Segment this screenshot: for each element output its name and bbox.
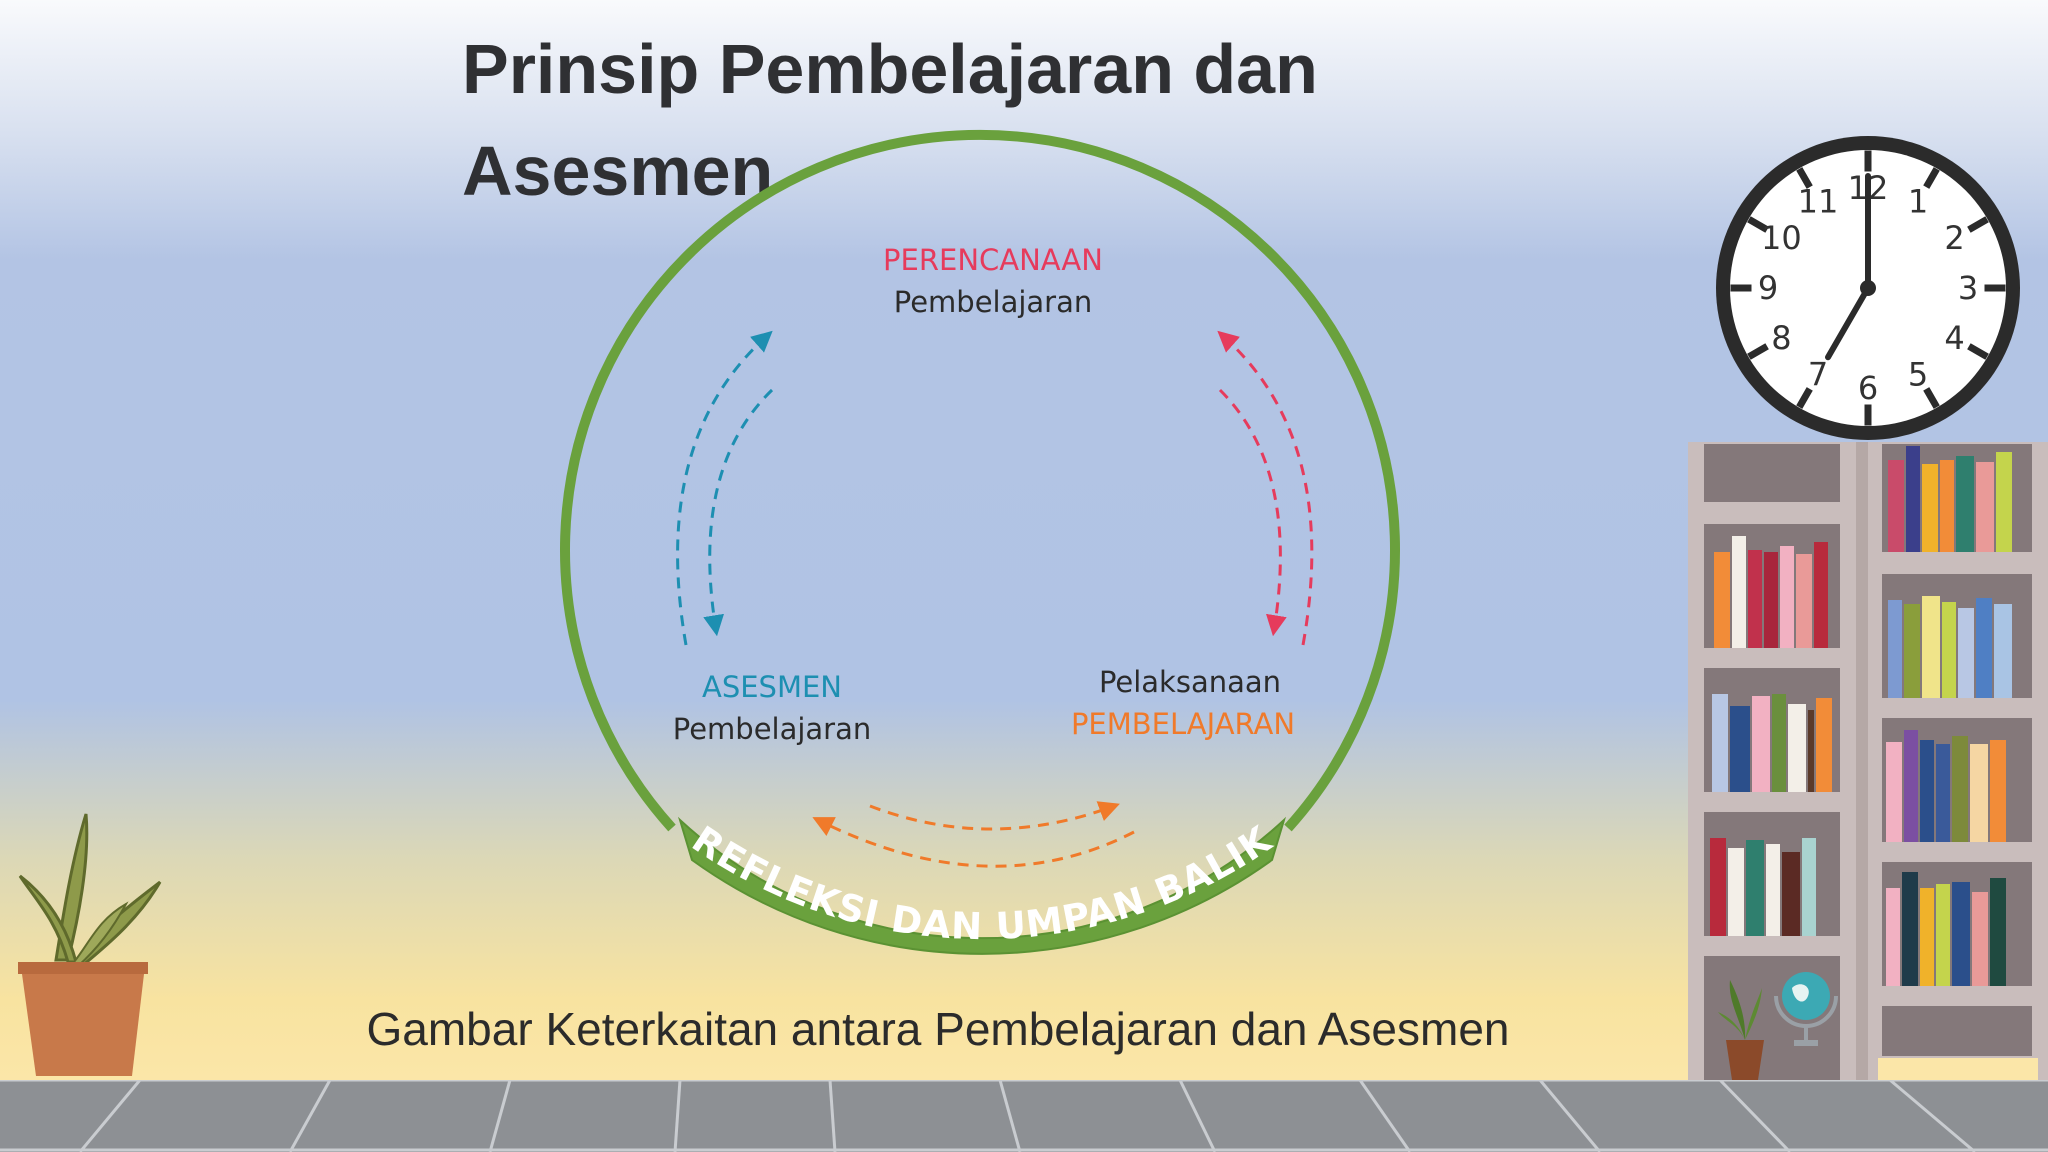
potted-plant-icon — [18, 813, 162, 1076]
clock-number: 8 — [1771, 319, 1791, 357]
clock-hour-hand — [1825, 285, 1871, 361]
arrow-assessment-to-implementation — [869, 801, 1120, 831]
planning-label: Pembelajaran — [894, 285, 1093, 319]
small-plant-icon — [1718, 980, 1764, 1080]
clock-number: 9 — [1758, 269, 1778, 307]
clock-number: 5 — [1908, 356, 1928, 394]
clock-icon: 121234567891011 — [1716, 136, 2020, 440]
clock-tick — [1796, 387, 1813, 409]
implementation-keyword: PEMBELAJARAN — [1071, 707, 1295, 741]
slide-title: Prinsip Pembelajaran dan Asesmen — [462, 30, 1318, 210]
planning-keyword: PERENCANAAN — [883, 243, 1103, 277]
clock-tick — [1796, 167, 1813, 189]
cycle-ring — [560, 129, 1400, 832]
globe-icon — [1774, 972, 1838, 1046]
clock-number: 4 — [1944, 319, 1964, 357]
clock-tick — [1923, 387, 1940, 409]
book-spines — [1710, 446, 2012, 986]
figure-caption: Gambar Keterkaitan antara Pembelajaran d… — [366, 1003, 1510, 1055]
reflection-banner-label: REFLEKSI DAN UMPAN BALIK — [685, 817, 1280, 948]
clock-number: 6 — [1858, 369, 1878, 407]
bookshelf-icon — [1688, 442, 2048, 1080]
clock-tick — [1923, 167, 1940, 189]
arrow-implementation-to-planning — [1217, 330, 1314, 646]
clock-tick — [1967, 343, 1989, 360]
learning-cycle-diagram: REFLEKSI DAN UMPAN BALIK PERENCANAAN Pem… — [560, 129, 1400, 955]
clock-number: 2 — [1944, 219, 1964, 257]
arrow-planning-to-assessment — [703, 388, 774, 637]
reflection-banner — [677, 816, 1287, 955]
clock-tick — [1747, 343, 1769, 360]
arrow-implementation-to-assessment — [812, 817, 1135, 868]
implementation-label: Pelaksanaan — [1099, 665, 1281, 699]
clock-tick — [1747, 216, 1769, 233]
clock-number: 3 — [1958, 269, 1978, 307]
floor — [0, 1080, 2048, 1152]
arrow-planning-to-implementation — [1218, 388, 1287, 637]
assessment-keyword: ASESMEN — [702, 670, 842, 704]
clock-number: 1 — [1908, 182, 1928, 220]
arrow-assessment-to-planning — [676, 330, 773, 646]
clock-tick — [1967, 216, 1989, 233]
assessment-label: Pembelajaran — [673, 712, 872, 746]
clock-number: 10 — [1761, 219, 1802, 257]
clock-number: 7 — [1808, 356, 1828, 394]
clock-number: 11 — [1798, 182, 1839, 220]
floor-tiles — [0, 1080, 2048, 1152]
